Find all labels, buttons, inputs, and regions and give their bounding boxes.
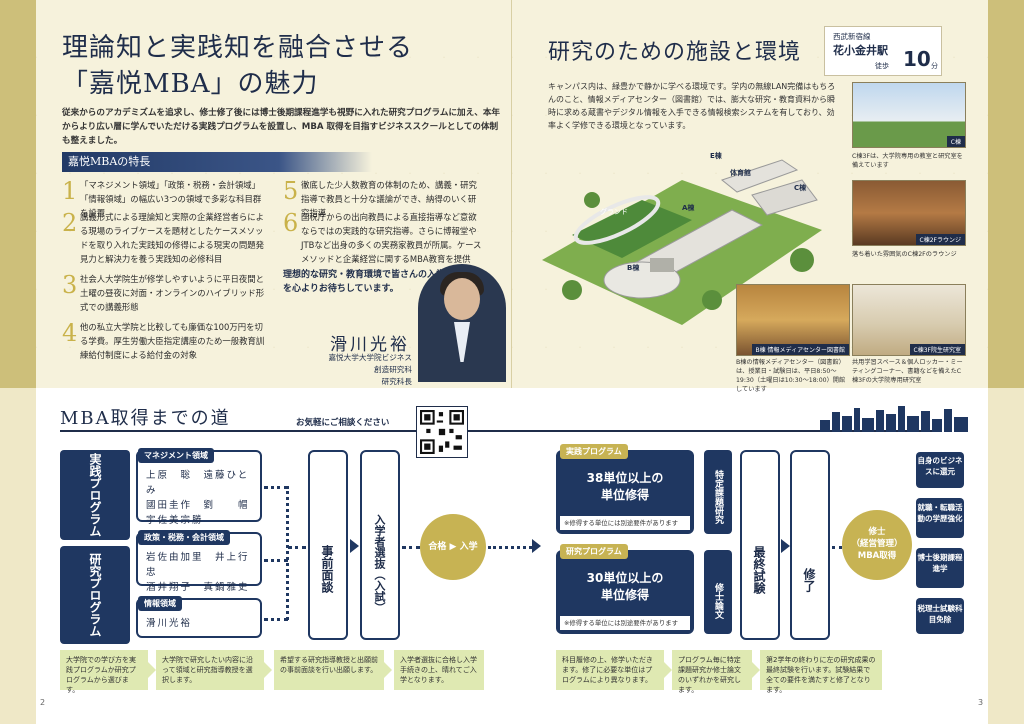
research-credits-tag: 研究プログラム [560,544,628,559]
connector [264,618,288,621]
connector [488,546,532,549]
research-program-box: 研究プログラム [60,546,130,644]
page-number-right: 3 [978,698,984,707]
exam-step: 入学者選抜（入試） [360,450,400,640]
dean-title: 嘉悦大学大学院ビジネス創造研究科 研究科長 [328,353,412,386]
skyline-icon [820,406,968,432]
facilities-intro: キャンパス内は、緑豊かで静かに学べる環境です。学内の無線LAN完備はもちろんのこ… [548,82,836,130]
connector [286,486,289,620]
dean-portrait [418,264,506,382]
photo-c-building-desc: C棟3Fは、大学院専用の教室と研究室を備えています [852,153,963,169]
complete-step: 修了 [790,450,830,640]
connector [288,546,306,549]
photo-lounge-desc: 落ち着いた雰囲気のC棟2Fのラウンジ [852,251,957,258]
arrow-right-icon [781,539,790,553]
arrow-right-icon [532,539,541,553]
outcome-career: 就職・転職活動の学歴強化 [916,498,964,538]
feature-2: 2 講義形式による理論知と実際の企業経営者らによる現場のライブケースを題材とした… [62,209,264,264]
feature-3: 3 社会人大学院生が修学しやすいように平日夜間と土曜の昼夜に対面・オンラインのハ… [62,271,265,312]
photo-c-building: C棟 [852,82,966,148]
interview-step: 事前面談 [308,450,348,640]
qr-code[interactable] [416,406,468,458]
facilities-title: 研究のための施設と環境 [548,40,802,65]
label-c: C棟 [794,183,807,192]
right-bottom-edge [988,388,1024,724]
thesis-box: 修士論文 [704,550,732,634]
features-heading: 嘉悦MBAの特長 [62,152,372,172]
photo-research-room-desc: 共用学習スペース＆個人ロッカー・ミーティングコーナー、書籍などを備えたC棟3Fの… [852,359,963,384]
road-title: MBA取得までの道 [60,408,231,429]
outcome-doctoral: 博士後期課程進学 [916,548,964,588]
info-domain-tag: 情報領域 [138,596,182,611]
connector [264,486,288,489]
degree-circle: 修士 （経営管理） MBA取得 [842,510,912,580]
info-faculty-list: 滑川光裕 [146,618,193,629]
practical-req-note: ※修得する単位には別途要件があります [564,519,678,527]
note-3: 希望する研究指導教授と出願前の事前面談を行い出願します。 [274,650,392,690]
outcome-business: 自身のビジネスに還元 [916,452,964,488]
practical-credits-text: 38単位以上の 単位修得 [586,471,664,502]
label-gym: 体育館 [730,168,751,177]
photo-lounge: C棟2Fラウンジ [852,180,966,246]
connector [402,546,420,549]
qr-code-icon [420,410,464,454]
feature-5: 5 徹底した少人数教育の体制のため、講義・研究指導で教員と十分な議論ができ、納得… [283,177,477,218]
photo-library: B棟 情報メディアセンター図書館 [736,284,850,356]
feature-1: 1 「マネジメント領域」「政策・税務・会計領域」「情報領域」の幅広い3つの領域で… [62,177,262,218]
road-title-rule [60,430,940,432]
research-credits-text: 30単位以上の 単位修得 [586,571,664,602]
page-number-left: 2 [40,698,46,707]
special-research-box: 特定課題研究 [704,450,732,534]
label-b: B棟 [627,263,640,272]
pass-enroll-circle: 合格 ▶ 入学 [420,514,486,580]
connector [264,559,288,562]
intro-paragraph: 従来からのアカデミズムを追求し、修士修了後には博士後期課程進学も視野に入れた研究… [62,108,501,146]
dean-name: 滑川光裕 [330,335,410,355]
mgmt-faculty-list: 上原 聡 遠藤ひとみ 國田圭作 劉 帽 宇佐美宗勝 [146,470,250,526]
right-gold-edge [988,0,1024,388]
connector [832,546,842,549]
practical-credits-tag: 実践プログラム [560,444,628,459]
policy-faculty-list: 岩佐由加里 井上行忠 酒井翔子 真鍋雅史 [146,552,250,593]
note-1: 大学院での学び方を実践プログラムか研究プログラムから選びます。 [60,650,156,694]
page-title: 理論知と実践知を融合させる 「嘉悦MBA」の魅力 [62,33,414,99]
label-a: A棟 [682,203,695,212]
final-exam-step: 最終試験 [740,450,780,640]
label-ground: グランド [600,207,628,216]
mgmt-domain-tag: マネジメント領域 [138,448,214,463]
outcome-tax: 税理士試験科目免除 [916,598,964,634]
photo-library-desc: B棟の情報メディアセンター（図書館）は、授業日・試験日は、平日8:50〜19:3… [736,359,846,393]
note-6: プログラム毎に特定課題研究か修士論文のいずれかを研究します。 [672,650,760,694]
arrow-right-icon [350,539,359,553]
invite-message: 理想的な研究・教育環境で皆さんの入学を心よりお待ちしています。 [283,270,446,294]
feature-4: 4 他の私立大学院と比較しても廉価な100万円を切る学費。厚生労働大臣指定講座の… [62,319,265,360]
feature-6: 6 国税庁からの出向教員による直接指導など意欲ならではの実践的な研究指導。さらに… [283,209,482,264]
label-e: E棟 [710,151,723,160]
note-2: 大学院で研究したい内容に沿って領域と研究指導教授を選択します。 [156,650,272,690]
practical-program-box: 実践プログラム [60,450,130,540]
campus-map: グランド 体育館 A棟 B棟 C棟 E棟 [542,151,822,325]
left-gold-edge [0,0,36,388]
station-info: 西武新宿線 花小金井駅 徒歩 10 分 [824,26,942,76]
research-req-note: ※修得する単位には別途要件があります [564,619,678,627]
note-4: 入学者選抜に合格し入学手続きの上、晴れてご入学となります。 [394,650,484,690]
note-7: 第2学年の終わりに左の研究成果の最終試験を行います。試験結果で全ての要件を満たす… [760,650,882,694]
consult-label: お気軽にご相談ください [296,418,390,428]
photo-research-room: C棟3F院生研究室 [852,284,966,356]
left-bottom-edge [0,388,36,724]
note-5: 科目履修の上、修学いただきます。修了に必要な単位はプログラムにより異なります。 [556,650,672,690]
policy-domain-tag: 政策・税務・会計領域 [138,530,230,545]
page-divider [511,0,512,388]
